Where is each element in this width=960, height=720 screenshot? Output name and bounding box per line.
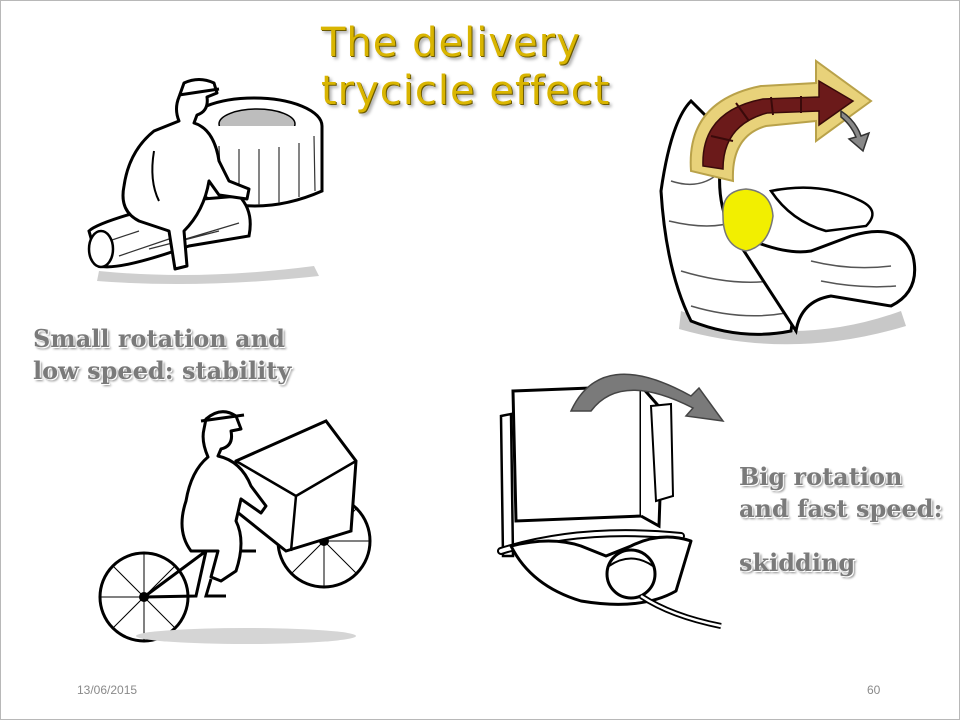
left-caption: Small rotation and low speed: stability [33, 323, 291, 387]
slide-date: 13/06/2015 [77, 683, 138, 697]
right-caption-line-2: and fast speed: [739, 494, 943, 523]
right-caption-line-3: skidding [739, 548, 856, 577]
slide-title: The delivery trycicle effect [301, 19, 701, 115]
tricycle-skidding-icon [497, 373, 725, 629]
right-caption: Big rotation and fast speed: skidding [739, 461, 942, 579]
vertebra-rotation-icon [659, 59, 917, 345]
page-number: 60 [867, 683, 881, 697]
title-line-1: The delivery [321, 20, 581, 66]
left-caption-line-2: low speed: stability [33, 356, 292, 385]
right-caption-line-1: Big rotation [739, 462, 903, 491]
title-line-2: trycicle effect [321, 68, 611, 114]
left-caption-line-1: Small rotation and [33, 324, 285, 353]
worker-on-vertebra-icon [87, 78, 324, 285]
tricycle-rider-icon [98, 410, 372, 644]
